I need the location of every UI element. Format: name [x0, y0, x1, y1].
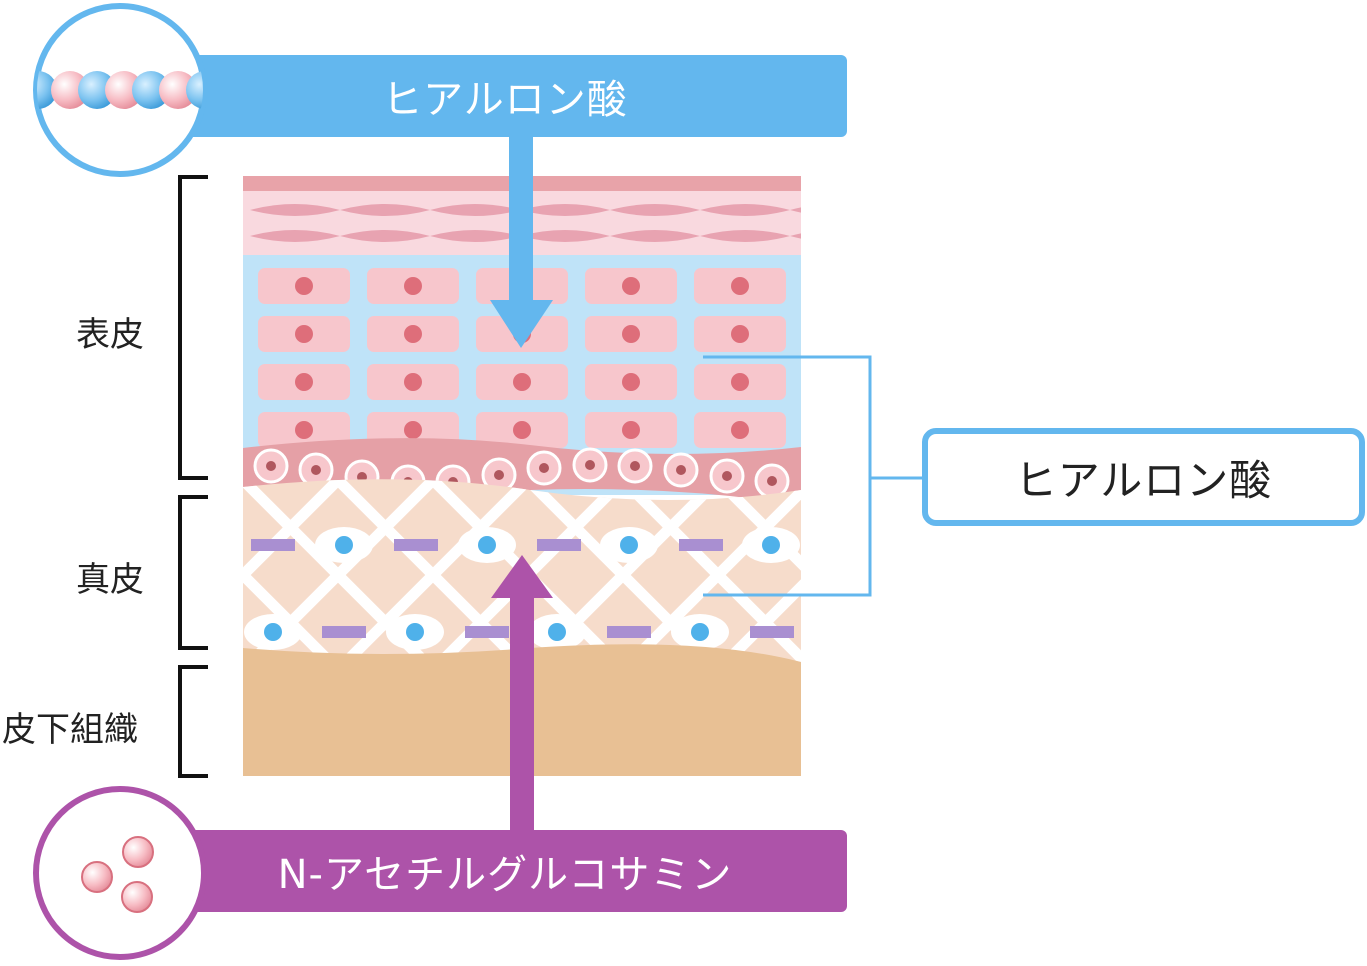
small-spheres-icon	[33, 786, 207, 960]
fibroblast-nucleus	[762, 536, 780, 554]
subcutaneous-bracket	[178, 665, 208, 778]
cell-nucleus	[295, 325, 313, 343]
keratin-flake	[610, 230, 700, 242]
keratin-flakes	[250, 204, 801, 242]
cell-nucleus	[404, 277, 422, 295]
keratin-flake	[340, 204, 430, 216]
collagen-fiber	[243, 479, 342, 662]
cell-nucleus	[404, 325, 422, 343]
cell-nucleus	[622, 277, 640, 295]
hyaluronic-arrow	[490, 134, 553, 348]
collagen-fiber	[0, 480, 53, 670]
keratin-flake	[610, 204, 700, 216]
epidermis-label: 表皮	[76, 315, 144, 355]
nag-arrow	[491, 555, 553, 833]
cell-nucleus	[731, 277, 749, 295]
collagen-fiber	[714, 479, 801, 662]
basal-nucleus	[676, 465, 686, 475]
elastin-fiber	[394, 539, 438, 551]
keratin-flake	[700, 204, 790, 216]
fibroblast-nucleus	[335, 536, 353, 554]
keratin-flake	[790, 207, 801, 213]
chain-bead	[78, 71, 116, 109]
keratin-flake	[340, 230, 430, 242]
fibroblasts	[244, 527, 800, 650]
keratin-flake	[250, 204, 340, 216]
side-callout: ヒアルロン酸	[922, 428, 1365, 526]
collagen-fiber	[334, 479, 532, 662]
connector-bracket	[703, 355, 872, 597]
chain-bead	[132, 71, 170, 109]
elastin-fiber	[750, 626, 794, 638]
top-banner: ヒアルロン酸	[250, 55, 760, 137]
cell-nucleus	[404, 373, 422, 391]
callout-connector	[703, 355, 925, 597]
elastin-fiber	[465, 626, 509, 638]
keratin-flake	[520, 230, 610, 242]
chain-bead	[105, 71, 143, 109]
basal-nucleus	[630, 461, 640, 471]
basal-nucleus	[539, 463, 549, 473]
cell-nucleus	[513, 373, 531, 391]
molecule-chain-icon	[33, 3, 207, 177]
bottom-banner: N-アセチルグルコサミン	[220, 830, 790, 912]
keratin-flake	[790, 233, 801, 239]
fibroblast-nucleus	[548, 623, 566, 641]
cell-nucleus	[295, 421, 313, 439]
top-banner-label: ヒアルロン酸	[382, 77, 628, 123]
chain-bead	[186, 71, 203, 109]
collagen-fiber	[243, 479, 342, 662]
elastin-fiber	[322, 626, 366, 638]
keratin-flake	[430, 230, 520, 242]
side-callout-label: ヒアルロン酸	[1014, 455, 1273, 505]
cell-nucleus	[622, 325, 640, 343]
fibroblast-nucleus	[691, 623, 709, 641]
chain-bead	[37, 71, 57, 109]
basal-nucleus	[585, 460, 595, 470]
chain-bead	[51, 71, 89, 109]
fibroblast-nucleus	[620, 536, 638, 554]
chain-bead	[159, 71, 197, 109]
elastin-fiber	[251, 539, 295, 551]
basal-nucleus	[311, 465, 321, 475]
basal-nucleus	[494, 470, 504, 480]
bottom-banner-bg	[165, 830, 847, 912]
epidermis-bracket	[178, 175, 208, 480]
bottom-banner-label: N-アセチルグルコサミン	[277, 852, 733, 898]
cell-nucleus	[622, 373, 640, 391]
cell-nucleus	[295, 277, 313, 295]
basal-nucleus	[767, 476, 777, 486]
cell-nucleus	[731, 325, 749, 343]
basal-nucleus	[266, 461, 276, 471]
keratin-flake	[250, 230, 340, 242]
collagen-fiber	[714, 479, 801, 662]
cell-nucleus	[513, 421, 531, 439]
cell-nucleus	[622, 421, 640, 439]
cell-nucleus	[295, 373, 313, 391]
fibroblast-nucleus	[406, 623, 424, 641]
basal-nucleus	[722, 471, 732, 481]
collagen-fiber	[0, 480, 53, 670]
keratin-flake	[700, 230, 790, 242]
subcutaneous-label: 皮下組織	[2, 710, 138, 750]
fibroblast-nucleus	[264, 623, 282, 641]
cell-nucleus	[404, 421, 422, 439]
collagen-fiber	[619, 479, 801, 662]
fibroblast-nucleus	[478, 536, 496, 554]
keratin-flake	[520, 204, 610, 216]
top-banner-bg	[165, 55, 847, 137]
dermis-label: 真皮	[76, 560, 144, 600]
dermis-bracket	[178, 495, 208, 650]
elastin-fiber	[679, 539, 723, 551]
cell-nucleus	[731, 373, 749, 391]
elastin-fiber	[537, 539, 581, 551]
cell-nucleus	[731, 421, 749, 439]
keratin-flake	[430, 204, 520, 216]
elastin-fiber	[607, 626, 651, 638]
layer-brackets	[178, 175, 208, 778]
